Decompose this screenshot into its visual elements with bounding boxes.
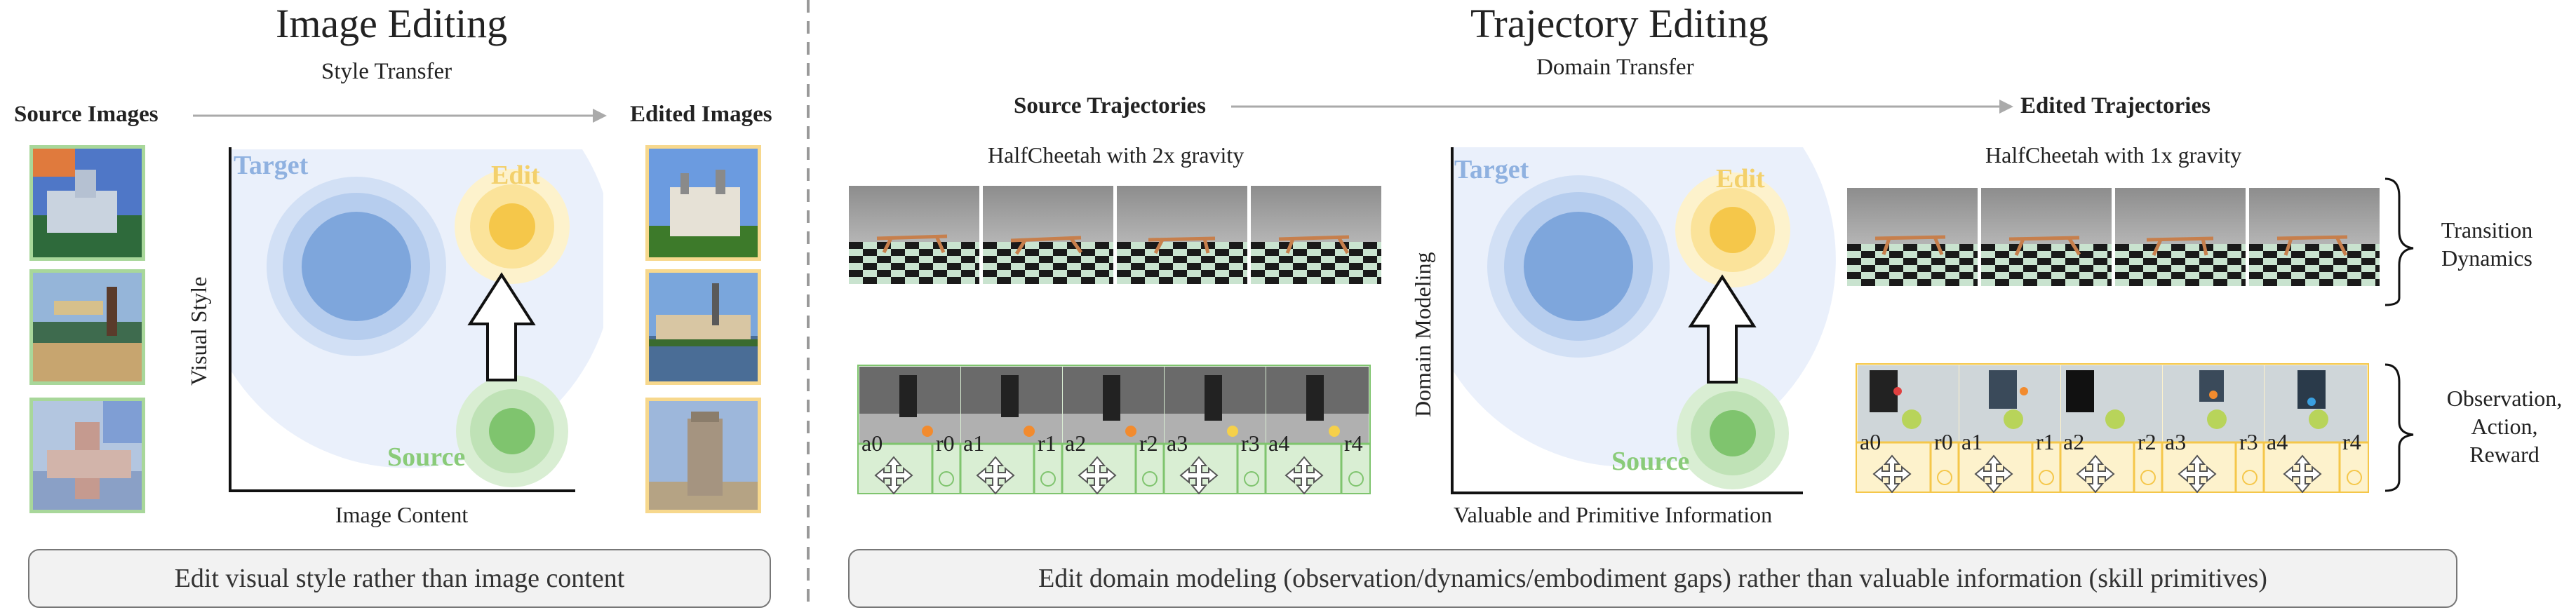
edited-action-label-1: a1 [1961, 429, 1983, 454]
x-axis-label: Image Content [335, 502, 469, 527]
source-image-2 [29, 269, 145, 385]
source-image-3 [29, 398, 145, 513]
source-reward-label-4: r4 [1344, 431, 1363, 456]
edited-reward-label-4: r4 [2342, 429, 2361, 454]
right-braces [2384, 177, 2414, 492]
edited-action-label-0: a0 [1860, 429, 1881, 454]
source-reward-label-2: r2 [1139, 431, 1158, 456]
traj-x-axis-label: Valuable and Primitive Information [1454, 502, 1773, 527]
trajectory-editing-caption: Edit domain modeling (observation/dynami… [848, 549, 2457, 608]
traj-target-label: Target [1454, 155, 1529, 184]
edited-reward-label-3: r3 [2239, 429, 2258, 454]
edited-halfcheetah-frames [1847, 188, 2380, 286]
edited-reward-label-2: r2 [2138, 429, 2156, 454]
source-image-1 [29, 145, 145, 261]
edited-image-1 [645, 145, 761, 261]
domain-transfer-arrow [1231, 100, 2013, 114]
edited-env-label: HalfCheetah with 1x gravity [1985, 142, 2242, 168]
transition-dynamics-label: Transition Dynamics [2441, 217, 2533, 271]
traj-y-axis-label: Domain Modeling [1410, 252, 1435, 417]
traj-source-label: Source [1611, 447, 1690, 476]
image-editing-diagram [229, 147, 603, 492]
source-label: Source [387, 442, 466, 472]
edited-robot-trajectory-strip [1856, 363, 2369, 493]
edited-reward-label-0: r0 [1934, 429, 1953, 454]
source-robot-trajectory-strip [857, 365, 1371, 494]
trajectory-editing-title: Trajectory Editing [1470, 1, 1769, 46]
edited-action-label-4: a4 [2267, 429, 2288, 454]
trajectory-editing-diagram [1451, 147, 1836, 494]
style-transfer-arrow [193, 109, 607, 123]
source-reward-label-1: r1 [1038, 431, 1056, 456]
edited-reward-label-1: r1 [2036, 429, 2055, 454]
edited-image-3 [645, 398, 761, 513]
edited-trajectories-label: Edited Trajectories [2020, 93, 2211, 118]
source-images-label: Source Images [14, 102, 159, 127]
source-action-label-2: a2 [1065, 431, 1087, 456]
source-action-label-3: a3 [1167, 431, 1188, 456]
y-axis-label: Visual Style [186, 276, 211, 386]
source-halfcheetah-frames [849, 186, 1381, 284]
source-action-label-1: a1 [963, 431, 985, 456]
source-env-label: HalfCheetah with 2x gravity [988, 142, 1245, 168]
edit-label: Edit [491, 161, 540, 190]
source-reward-label-3: r3 [1241, 431, 1260, 456]
source-action-label-4: a4 [1268, 431, 1290, 456]
source-action-label-0: a0 [861, 431, 883, 456]
source-reward-label-0: r0 [936, 431, 955, 456]
source-trajectories-label: Source Trajectories [1014, 93, 1206, 118]
edited-image-2 [645, 269, 761, 385]
image-editing-title: Image Editing [276, 1, 508, 46]
edited-action-label-2: a2 [2063, 429, 2085, 454]
domain-transfer-label: Domain Transfer [1536, 55, 1694, 80]
image-editing-caption: Edit visual style rather than image cont… [28, 549, 771, 608]
observation-action-reward-label: Observation, Action, Reward [2446, 386, 2563, 467]
target-label: Target [234, 151, 309, 180]
traj-edit-label: Edit [1716, 164, 1765, 194]
edited-action-label-3: a3 [2165, 429, 2187, 454]
edited-images-label: Edited Images [630, 102, 772, 127]
section-divider [807, 0, 810, 610]
style-transfer-label: Style Transfer [321, 59, 452, 84]
